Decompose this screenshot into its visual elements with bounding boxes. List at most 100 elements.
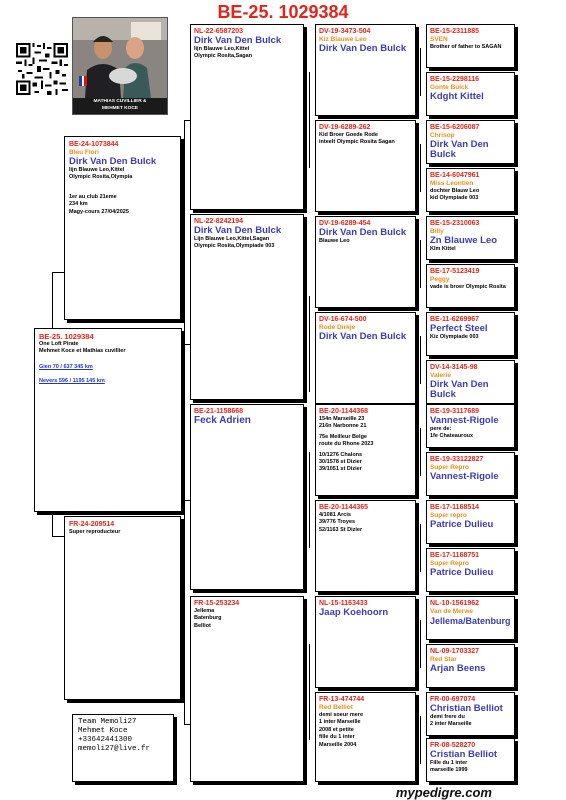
g3-line: inteelt Olympic Rosita Sagan	[319, 139, 395, 146]
g4-card: BE-15-2298116 Gonte Bulck Kdght Kittel	[426, 72, 515, 116]
g3-card: DV-19-6289-454 Dirk Van Den Bulck Blauwe…	[315, 216, 416, 308]
g3-line: 75e Meilleur Belge	[319, 433, 367, 440]
g4-name: Super repro	[430, 512, 467, 519]
g3-card: BE-20-1144368 154n Marseille 23 216n Nar…	[315, 404, 416, 496]
g2-card: FR-15-253234 Jellema Batenburg Belliot	[190, 596, 304, 782]
g4-owner: Patrice Dulieu	[430, 519, 494, 530]
g3-line: 154n Marseille 23	[319, 416, 365, 422]
g4-owner: Dirk Van Den Bulck	[430, 139, 489, 160]
g4-ring: BE-15-6206087	[430, 124, 480, 131]
g4-ring: BE-17-5123419	[430, 268, 480, 275]
g4-owner: Perfect Steel	[430, 323, 488, 334]
g3-card: BE-20-1144365 4/1081 Arcis 39/776 Troyes…	[315, 500, 416, 592]
g4-name: Chrisop	[430, 132, 455, 139]
g2-owner: Feck Adrien	[194, 415, 251, 426]
g3-line: 10/1276 Chalons	[319, 451, 363, 458]
g3-ring: NL-15-1163433	[319, 600, 368, 607]
g3-line: Blauwe Leo	[319, 238, 350, 244]
photo-caption-line1: MATHIAS CUVILLIER &	[93, 99, 147, 104]
photo-caption-line2: MEHMET KOCE	[102, 106, 138, 111]
g2-ring: NL-22-6587203	[194, 28, 244, 35]
g4-line: Kiz Olympiade 003	[430, 334, 479, 340]
g3-ring: DV-19-6289-454	[319, 220, 371, 227]
g4-card: NL-09-1703327 Red Star Arjan Beens	[426, 644, 515, 688]
g4-owner: Dirk Van Den Bulck	[430, 379, 489, 400]
g4-card: BE-15-2310063 Billy Zn Blauwe Leo Klm Ki…	[426, 216, 515, 260]
team-line: Mehmet Koce	[78, 727, 128, 735]
g2-line: Olympic Rosita,Olympiade 003	[194, 243, 275, 250]
g4-ring: BE-15-2310063	[430, 220, 480, 227]
g4-name: Miss Leontien	[430, 180, 474, 187]
g3-card: DV-19-3473-504 Kiz Blauwe Leo Dirk Van D…	[315, 24, 416, 116]
g3-line: 4/1081 Arcis	[319, 512, 351, 518]
g3-line: Marseille 2004	[319, 741, 357, 748]
g3-name: Rode Dirkje	[319, 324, 356, 331]
g4-card: BE-15-2311885 SVEN Brother of father to …	[426, 24, 515, 68]
g3-line: 52/1163 St Dizier	[319, 526, 363, 533]
g4-card: BE-17-1168751 Super Repro Patrice Dulieu	[426, 548, 515, 592]
g3-ring: BE-20-1144365	[319, 504, 369, 511]
g3-line: fille du 1 inter	[319, 734, 355, 741]
g4-ring: BE-14-6047961	[430, 172, 480, 179]
sire-line: Magy-cours 27/04/2025	[69, 208, 129, 215]
g4-card: BE-19-33122827 Super Repro Vannest-Rigol…	[426, 452, 515, 496]
g3-ring: FR-13-474744	[319, 696, 365, 703]
g4-ring: BE-17-1168514	[430, 504, 480, 511]
g4-name: Billy	[430, 228, 444, 235]
g3-line: 2008 et petite	[319, 726, 354, 733]
g4-owner: Kdght Kittel	[430, 91, 484, 102]
g4-ring: DV-14-3145-98	[430, 364, 478, 371]
g4-owner: Vannest-Rigole	[430, 415, 499, 426]
g4-ring: BE-11-6269967	[430, 316, 480, 323]
g4-name: Van de Merwe	[430, 608, 473, 615]
g4-owner: Christian Belliot	[430, 703, 503, 714]
g3-owner: Jaap Koehoorn	[319, 607, 389, 618]
sire-card: BE-24-1073844 Bleu Flori Dirk Van Den Bu…	[64, 136, 181, 320]
g3-ring: DV-16-674-500	[319, 316, 367, 323]
sire-line: Olympic Rosita,Olympia	[69, 174, 133, 181]
g4-ring: FR-08-528270	[430, 742, 476, 749]
g4-line: kid Olympiade 003	[430, 195, 479, 202]
sire-ring: BE-24-1073844	[69, 141, 119, 148]
g4-card: BE-15-6206087 Chrisop Dirk Van Den Bulck	[426, 120, 515, 164]
g4-name: Valerie	[430, 372, 451, 379]
g3-owner: Dirk Van Den Bulck	[319, 331, 407, 342]
g4-name: Gonte Bulck	[430, 84, 469, 91]
g4-card: FR-00-697074 Christian Belliot demi frer…	[426, 692, 515, 736]
g3-line: 216n Narbonne 21	[319, 423, 367, 430]
sire-line: 234 km	[69, 201, 88, 208]
g3-owner: Dirk Van Den Bulck	[319, 227, 407, 238]
g3-line: 39/776 Troyes	[319, 519, 356, 526]
g2-card: BE-21-1158668 Feck Adrien	[190, 404, 304, 590]
sire-owner: Dirk Van Den Bulck	[69, 156, 157, 167]
team-line: +33642441300	[78, 736, 133, 744]
g4-name: Super Repro	[430, 560, 470, 567]
g4-ring: BE-15-2298116	[430, 76, 480, 83]
g4-owner: Vannest-Rigole	[430, 471, 499, 482]
g3-card: DV-19-6289-262 Kid Broer Goede Rode inte…	[315, 120, 416, 212]
g4-line: Klm Kittel	[430, 246, 456, 252]
owners-photo: MATHIAS CUVILLIER & MEHMET KOCE	[72, 17, 168, 115]
g4-card: BE-19-3117689 Vannest-Rigole pere de: 1f…	[426, 404, 515, 448]
g4-card: DV-14-3145-98 Valerie Dirk Van Den Bulck	[426, 360, 515, 404]
g3-line: 1 inter Marseille	[319, 719, 361, 726]
subject-result-link[interactable]: Gien 70 / 637 345 km	[39, 363, 93, 370]
dam-card: FR-24-209514 Super reproducteur	[64, 516, 181, 700]
g4-card: BE-17-1168514 Super repro Patrice Dulieu	[426, 500, 515, 544]
g4-owner: Patrice Dulieu	[430, 567, 494, 578]
g3-ring: DV-19-3473-504	[319, 28, 371, 35]
team-line: Team Memoli27	[78, 718, 137, 726]
g3-owner: Dirk Van Den Bulck	[319, 43, 407, 54]
g4-ring: NL-09-1703327	[430, 648, 480, 655]
g3-line: Kid Broer Goede Rode	[319, 132, 378, 138]
g4-ring: BE-17-1168751	[430, 552, 480, 559]
g4-name: Red Star	[430, 656, 457, 663]
g3-ring: BE-20-1144368	[319, 408, 369, 415]
g3-line: 39/1051 st Dizier	[319, 466, 362, 473]
g4-line: marseille 1999	[430, 767, 468, 774]
g2-ring: NL-22-8242194	[194, 218, 244, 225]
g2-line: Olympic Rosita,Sagan	[194, 53, 253, 60]
g4-line: Fille du 1 inter	[430, 760, 468, 766]
footer-brand: mypedigre.com	[395, 785, 492, 800]
subject-result-link[interactable]: Nevers 596 / 1195 145 km	[39, 378, 105, 385]
